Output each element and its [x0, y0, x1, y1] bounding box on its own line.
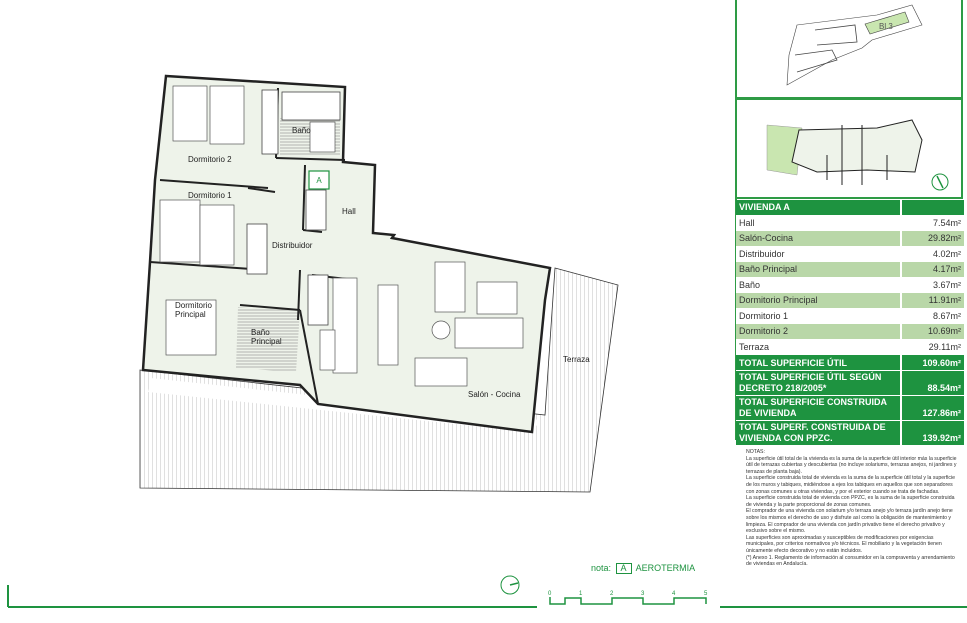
- scale-tick-2: 2: [610, 591, 614, 597]
- location-map: Bl.3: [735, 0, 963, 99]
- note-paragraph: La superficie útil total de la vivienda …: [746, 455, 957, 475]
- row-value: 3.67m²: [900, 277, 964, 293]
- legend-aerotermia: nota: A AEROTERMIA: [591, 563, 695, 574]
- row-value: 7.54m²: [900, 215, 964, 231]
- label-dormitorio-principal-2: Principal: [175, 310, 206, 319]
- row-value: 29.82m²: [900, 230, 964, 247]
- row-value: 29.11m²: [900, 339, 964, 355]
- north-compass-icon: [500, 575, 520, 595]
- total-row: TOTAL SUPERFICIE ÚTIL SEGÚN DECRETO 218/…: [736, 370, 964, 396]
- scale-tick-5: 5: [704, 591, 708, 597]
- legend-prefix: nota:: [591, 563, 612, 573]
- aerotermia-marker: [308, 170, 330, 190]
- row-value: 10.69m²: [900, 323, 964, 340]
- total-row: TOTAL SUPERF. CONSTRUIDA DE VIVIENDA CON…: [736, 420, 964, 446]
- row-label: Dormitorio 2: [736, 323, 901, 340]
- total-value: 139.92m²: [900, 420, 964, 446]
- table-header: VIVIENDA A: [736, 200, 964, 216]
- north-arrow-icon: [931, 173, 949, 191]
- legend-symbol: A: [615, 563, 632, 574]
- label-dormitorio-2: Dormitorio 2: [188, 155, 232, 164]
- label-dormitorio-1: Dormitorio 1: [188, 191, 232, 200]
- note-paragraph: El comprador de una vivienda con solariu…: [746, 508, 953, 535]
- note-paragraph: La superficie construida total de vivien…: [746, 495, 955, 508]
- label-bano: Baño: [292, 126, 311, 135]
- note-paragraph: Las superficies son aproximadas y suscep…: [746, 534, 942, 554]
- key-plan: [735, 98, 963, 199]
- label-distribuidor: Distribuidor: [272, 241, 313, 250]
- scale-tick-1: 1: [579, 591, 583, 597]
- notes: NOTAS: La superficie útil total de la vi…: [746, 449, 958, 568]
- block-label: Bl.3: [879, 22, 893, 31]
- label-hall: Hall: [342, 207, 356, 216]
- total-label: TOTAL SUPERFICIE ÚTIL SEGÚN DECRETO 218/…: [736, 370, 901, 396]
- label-bano-principal-1: Baño: [251, 328, 270, 337]
- row-value: 4.17m²: [900, 261, 964, 278]
- label-terraza: Terraza: [563, 355, 590, 364]
- total-label: TOTAL SUPERFICIE CONSTRUIDA DE VIVIENDA: [736, 395, 901, 421]
- row-label: Terraza: [736, 339, 901, 355]
- total-value: 88.54m²: [900, 370, 964, 396]
- aerotermia-marker-label: A: [316, 176, 322, 185]
- notes-title: NOTAS:: [746, 449, 765, 455]
- terrace-area: [139, 267, 619, 493]
- row-label: Hall: [736, 215, 901, 231]
- table-title: VIVIENDA A: [736, 200, 901, 216]
- row-label: Baño Principal: [736, 261, 901, 278]
- total-label: TOTAL SUPERF. CONSTRUIDA DE VIVIENDA CON…: [736, 420, 901, 446]
- row-label: Dormitorio 1: [736, 308, 901, 324]
- row-label: Dormitorio Principal: [736, 292, 901, 309]
- site-map-drawing: Bl.3: [786, 4, 923, 86]
- scale-tick-4: 4: [672, 591, 676, 597]
- row-value: 4.02m²: [900, 246, 964, 262]
- scale-bar: [549, 597, 707, 605]
- legend-label: AEROTERMIA: [635, 563, 696, 573]
- row-value: 8.67m²: [900, 308, 964, 324]
- row-label: Distribuidor: [736, 246, 901, 262]
- scale-tick-3: 3: [641, 591, 645, 597]
- note-paragraph: La superficie construida total de vivien…: [746, 475, 956, 495]
- total-value: 109.60m²: [900, 354, 964, 371]
- label-salon-cocina: Salón - Cocina: [468, 390, 521, 399]
- label-dormitorio-principal-1: Dormitorio: [175, 301, 212, 310]
- block-3-highlight: [864, 11, 910, 35]
- scale-tick-0: 0: [548, 591, 552, 597]
- total-value: 127.86m²: [900, 395, 964, 421]
- row-value: 11.91m²: [900, 292, 964, 309]
- bath-principal-floor: [236, 307, 300, 372]
- label-bano-principal-2: Principal: [251, 337, 282, 346]
- note-paragraph: (*) Anexo 1. Reglamento de información a…: [746, 554, 955, 568]
- total-label: TOTAL SUPERFICIE ÚTIL: [736, 354, 901, 371]
- row-label: Salón-Cocina: [736, 230, 901, 247]
- building-key-plan: [766, 119, 949, 191]
- row-label: Baño: [736, 277, 901, 293]
